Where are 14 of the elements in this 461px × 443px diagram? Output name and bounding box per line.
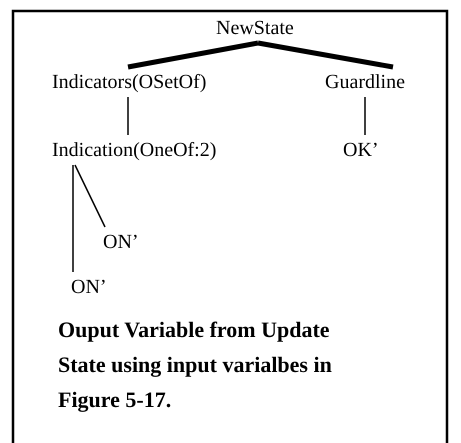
tree-branch-line (128, 40, 258, 70)
tree-branch-line (258, 40, 394, 70)
tree-node-label: NewState (216, 16, 294, 40)
tree-node-label: OK’ (343, 138, 379, 162)
tree-branch-line (72, 165, 74, 272)
tree-node-label: ON’ (71, 275, 107, 299)
figure-caption: Ouput Variable from Update State using input varialbes in Figure 5-17. (58, 316, 333, 414)
tree-node-label: Guardline (325, 70, 405, 94)
tree-branch-line (364, 97, 366, 135)
tree-node-label: Indicators(OSetOf) (52, 70, 206, 94)
tree-branch-line (74, 164, 106, 228)
tree-node-label: Indication(OneOf:2) (52, 138, 216, 162)
tree-branch-line (127, 97, 129, 135)
tree-node-label: ON’ (103, 230, 139, 254)
